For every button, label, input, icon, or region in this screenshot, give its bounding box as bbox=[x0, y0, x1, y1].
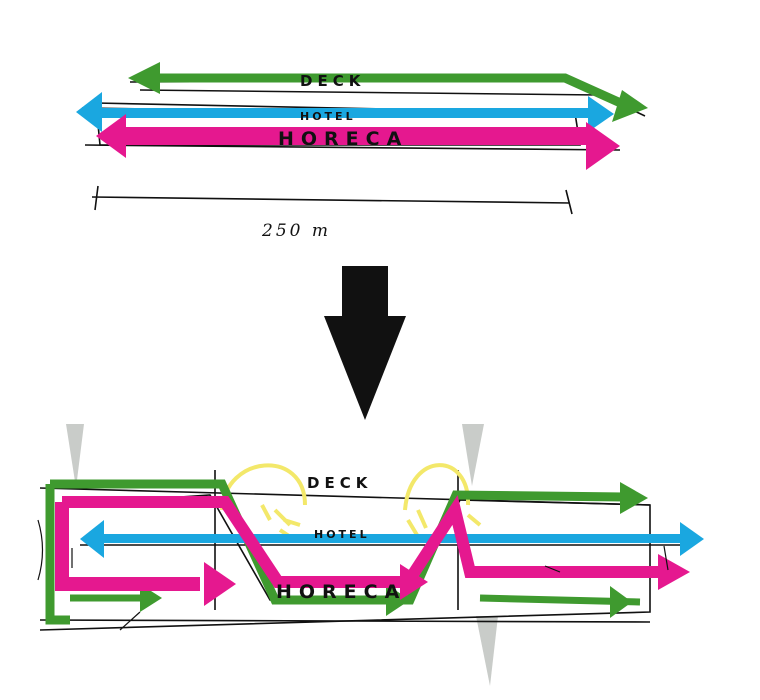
linear-layout: DECK HOTEL HORECA 250 m bbox=[76, 62, 648, 241]
bottom-sketch-details bbox=[37, 519, 669, 631]
top-horeca-label: HORECA bbox=[278, 128, 408, 150]
bottom-horeca-label: HORECA bbox=[276, 581, 406, 603]
down-arrow-icon bbox=[324, 266, 406, 420]
bottom-horeca-arrow bbox=[55, 495, 690, 606]
bottom-hotel-arrow bbox=[80, 520, 704, 558]
dimension-label: 250 m bbox=[261, 221, 331, 241]
folded-layout: DECK HOTEL HORECA bbox=[37, 424, 704, 686]
top-horeca-arrow bbox=[96, 114, 620, 170]
bottom-deck-label: DECK bbox=[307, 474, 372, 492]
gap-markers bbox=[66, 424, 498, 686]
dimension-line bbox=[91, 185, 573, 215]
top-deck-label: DECK bbox=[300, 72, 365, 90]
top-hotel-label: HOTEL bbox=[300, 110, 356, 123]
bottom-hotel-label: HOTEL bbox=[314, 528, 370, 541]
top-hotel-arrow bbox=[76, 92, 614, 132]
top-deck-arrow bbox=[128, 62, 648, 122]
bottom-deck-arrow bbox=[45, 479, 648, 625]
